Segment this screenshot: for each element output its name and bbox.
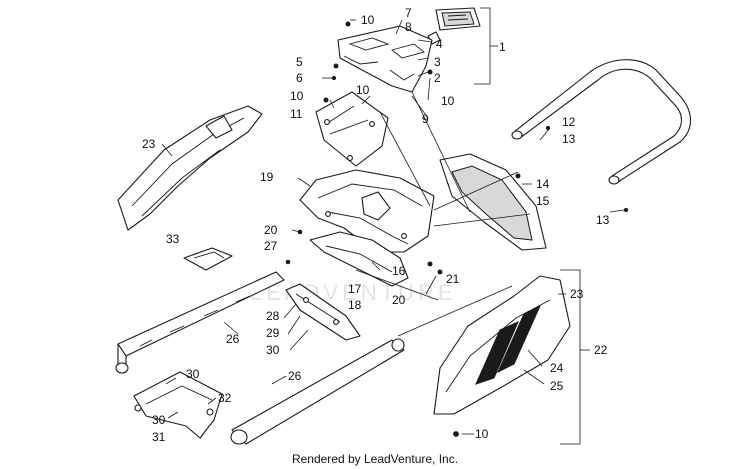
- callout-23: 23: [570, 287, 584, 301]
- callout-8: 8: [405, 20, 412, 34]
- callout-9: 9: [422, 112, 429, 126]
- callout-13: 13: [562, 132, 576, 146]
- callout-17: 17: [348, 282, 362, 296]
- callout-18: 18: [348, 298, 362, 312]
- callout-30: 30: [266, 343, 280, 357]
- callout-20: 20: [392, 293, 406, 307]
- callout-27: 27: [264, 239, 278, 253]
- callout-labels: 10 7 8 4 3 2 1 5 6 10 9 10 11 10 12 13 1…: [142, 6, 610, 444]
- callout-10: 10: [475, 427, 489, 441]
- callout-5: 5: [296, 55, 303, 69]
- callout-28: 28: [266, 309, 280, 323]
- callout-31: 31: [152, 430, 166, 444]
- callout-30: 30: [152, 413, 166, 427]
- rear-fender: [299, 169, 435, 253]
- tail-housing: [337, 25, 433, 93]
- grab-bar: [511, 59, 692, 185]
- render-credit: Rendered by LeadVenture, Inc.: [291, 452, 459, 466]
- bracket-22: [560, 269, 581, 445]
- callout-32: 32: [218, 391, 232, 405]
- callout-19: 19: [260, 170, 274, 184]
- callout-26: 26: [226, 332, 240, 346]
- mount-bracket: [285, 283, 361, 341]
- cushion-pad: [183, 247, 233, 271]
- callout-11: 11: [290, 107, 303, 121]
- callout-4: 4: [436, 37, 443, 51]
- mud-guard: [309, 231, 409, 287]
- callout-6: 6: [296, 71, 303, 85]
- frame-tube-lower: [230, 338, 405, 445]
- callout-2: 2: [434, 71, 441, 85]
- callout-7: 7: [405, 6, 412, 20]
- side-panel-lower: [433, 275, 571, 415]
- callout-12: 12: [562, 115, 576, 129]
- hitch-bracket: [133, 371, 223, 439]
- callout-30: 30: [186, 367, 200, 381]
- license-plate-bracket: [315, 91, 389, 167]
- side-panel-upper: [439, 153, 547, 251]
- leader-lines: [161, 19, 625, 435]
- callout-15: 15: [536, 194, 550, 208]
- callout-1: 1: [499, 40, 506, 54]
- callout-33: 33: [166, 232, 180, 246]
- callout-14: 14: [536, 177, 550, 191]
- callout-16: 16: [392, 264, 406, 278]
- callout-20: 20: [264, 223, 278, 237]
- frame-rail-upper: [115, 271, 285, 374]
- callout-10: 10: [441, 94, 455, 108]
- left-side-panel: [117, 105, 263, 231]
- watermark-text: LEADVENTURE: [250, 280, 457, 305]
- callout-26: 26: [288, 369, 302, 383]
- callout-10: 10: [361, 13, 375, 27]
- callout-22: 22: [594, 343, 608, 357]
- callout-25: 25: [550, 379, 564, 393]
- callout-3: 3: [434, 55, 441, 69]
- callout-13: 13: [596, 213, 610, 227]
- callout-10: 10: [290, 89, 304, 103]
- callout-29: 29: [266, 326, 280, 340]
- callout-10: 10: [356, 83, 370, 97]
- callout-24: 24: [550, 361, 564, 375]
- callout-21: 21: [446, 272, 460, 286]
- callout-23: 23: [142, 137, 156, 151]
